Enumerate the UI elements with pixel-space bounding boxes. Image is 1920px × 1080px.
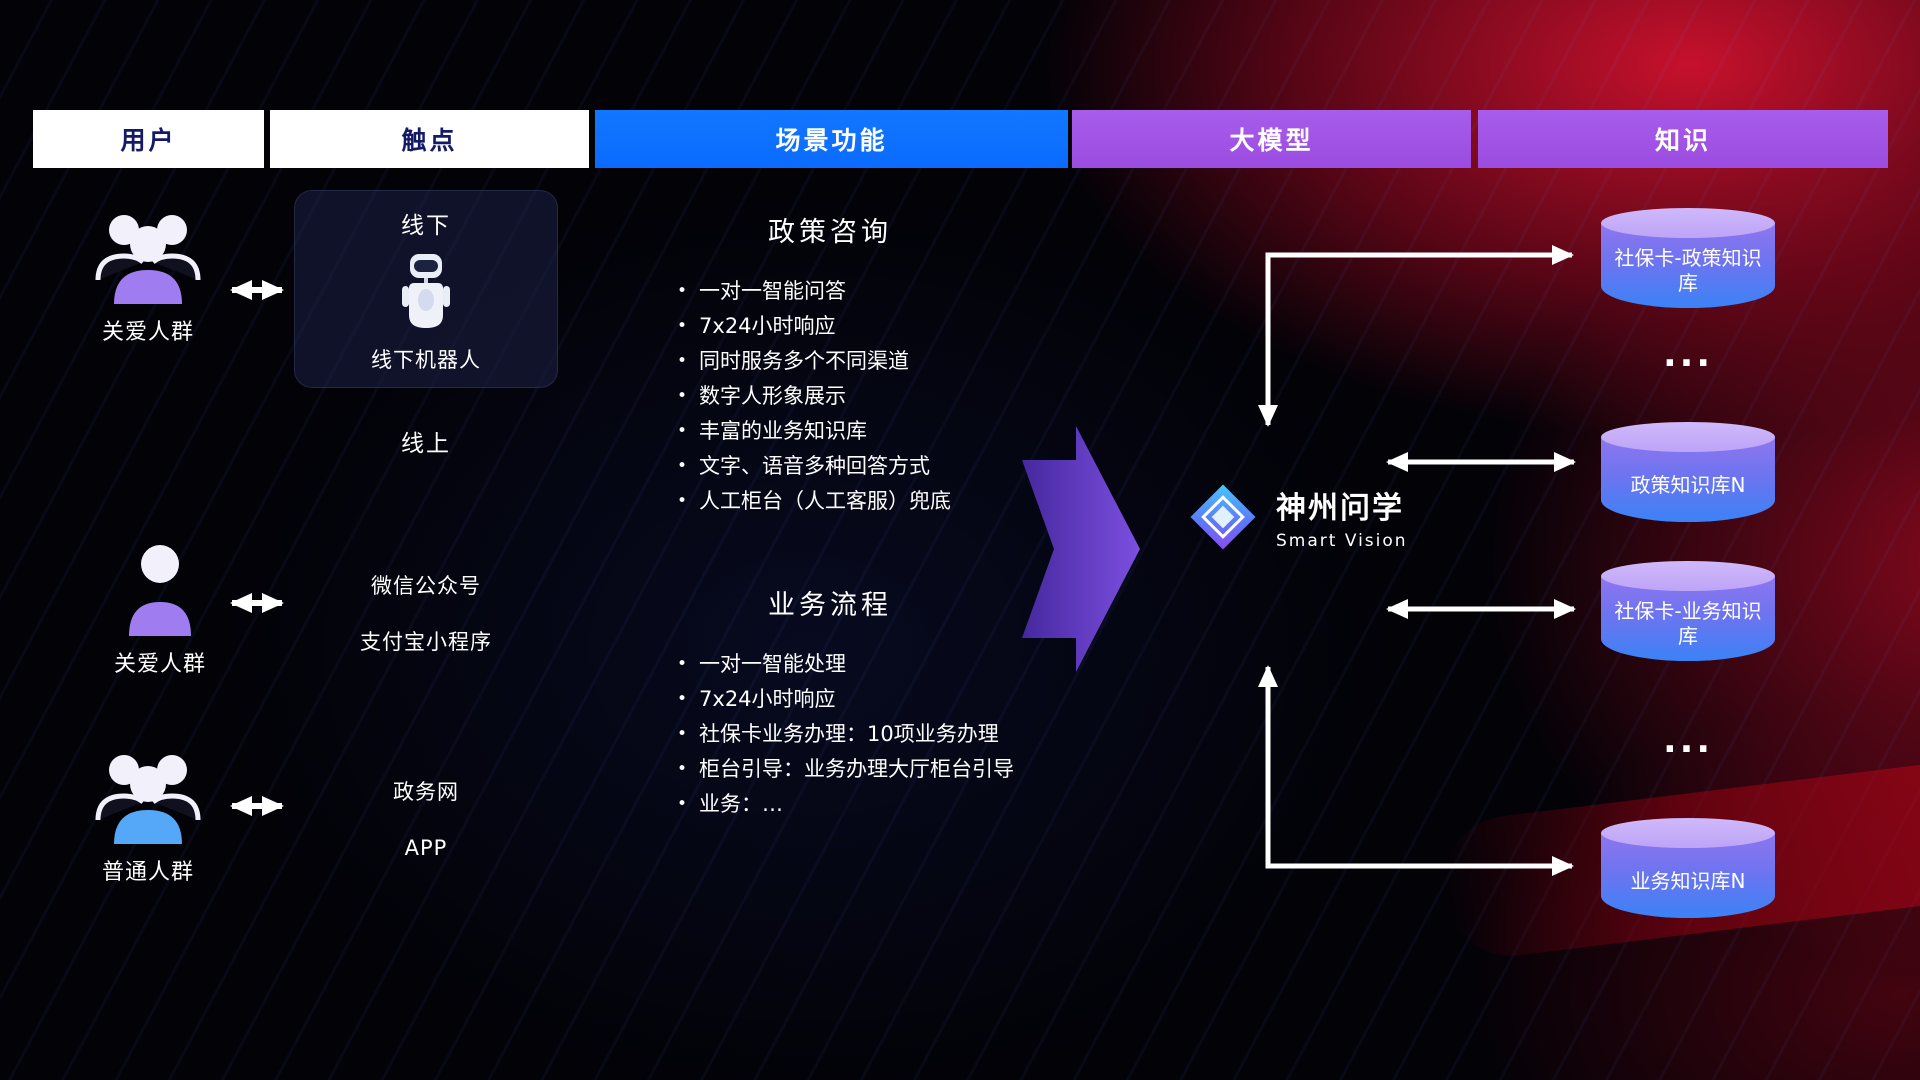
db-label: 社保卡-业务知识库 [1614, 599, 1762, 648]
db-top [1601, 818, 1775, 848]
offline-caption: 线下机器人 [371, 348, 481, 372]
scenario-policy-consulting: 政策咨询 一对一智能问答 7x24小时响应 同时服务多个不同渠道 数字人形象展示… [640, 210, 1020, 520]
channel-gov-web: 政务网 [393, 780, 459, 804]
db-label: 社保卡-政策知识库 [1614, 246, 1762, 295]
scenario-bullet: 同时服务多个不同渠道 [677, 345, 1020, 380]
smart-vision-logo [1190, 484, 1256, 550]
scenario-bullet: 人工柜台（人工客服）兜底 [677, 485, 1020, 520]
knowledge-ellipsis: ... [1662, 334, 1714, 375]
scenario-bullet: 文字、语音多种回答方式 [677, 450, 1020, 485]
knowledge-db-business-n: 业务知识库N [1601, 818, 1775, 918]
header-users: 用户 [33, 110, 264, 168]
header-touchpoints: 触点 [270, 110, 589, 168]
scenario-bullet: 一对一智能处理 [677, 648, 1020, 683]
header-scenario-functions: 场景功能 [595, 110, 1068, 168]
scenario-bullet: 7x24小时响应 [677, 310, 1020, 345]
db-label: 政策知识库N [1630, 472, 1746, 497]
channel-app: APP [404, 836, 448, 860]
scenario-bullet: 社保卡业务办理：10项业务办理 [677, 718, 1020, 753]
scenario-bullet: 柜台引导：业务办理大厅柜台引导 [677, 753, 1020, 788]
scenario-business-process: 业务流程 一对一智能处理 7x24小时响应 社保卡业务办理：10项业务办理 柜台… [640, 583, 1020, 823]
model-name: 神州问学 [1276, 491, 1404, 526]
people-group-icon [95, 755, 201, 844]
model-text: 神州问学 Smart Vision [1276, 483, 1408, 551]
channel-alipay: 支付宝小程序 [360, 630, 492, 654]
offline-touchpoint-card: 线下 线下机器人 [294, 190, 558, 388]
model-subtitle: Smart Vision [1276, 531, 1408, 551]
db-top [1601, 208, 1775, 238]
scenario-bullet: 7x24小时响应 [677, 683, 1020, 718]
header-large-model: 大模型 [1072, 110, 1471, 168]
person-icon [129, 545, 191, 636]
online-label: 线上 [401, 431, 451, 457]
knowledge-db-policy-sscard: 社保卡-政策知识库 [1601, 208, 1775, 308]
knowledge-db-business-sscard: 社保卡-业务知识库 [1601, 561, 1775, 661]
db-top [1601, 422, 1775, 452]
scenario-bullet-list: 一对一智能问答 7x24小时响应 同时服务多个不同渠道 数字人形象展示 丰富的业… [640, 275, 1020, 520]
people-group-icon [95, 215, 201, 304]
scenario-title: 业务流程 [768, 590, 892, 621]
scenario-bullet: 数字人形象展示 [677, 380, 1020, 415]
scenario-bullet: 业务：… [677, 788, 1020, 823]
user-label: 普通人群 [101, 860, 194, 885]
channel-wechat: 微信公众号 [371, 574, 481, 598]
header-knowledge: 知识 [1478, 110, 1888, 168]
flow-arrow [1022, 426, 1140, 672]
model-knowledge-arrow-bottom [1258, 665, 1574, 876]
db-top [1601, 561, 1775, 591]
scenario-title: 政策咨询 [768, 217, 892, 248]
user-group-care-1: 关爱人群 [82, 206, 214, 346]
offline-title: 线下 [401, 213, 451, 239]
model-knowledge-arrow-top [1258, 245, 1574, 427]
model-block: 神州问学 Smart Vision [1184, 478, 1408, 556]
user-group-general: 普通人群 [82, 746, 214, 886]
user-group-care-2: 关爱人群 [114, 542, 206, 678]
scenario-bullet: 丰富的业务知识库 [677, 415, 1020, 450]
knowledge-ellipsis: ... [1662, 720, 1714, 761]
scenario-bullet-list: 一对一智能处理 7x24小时响应 社保卡业务办理：10项业务办理 柜台引导：业务… [640, 648, 1020, 823]
scenario-bullet: 一对一智能问答 [677, 275, 1020, 310]
user-label: 关爱人群 [114, 652, 207, 677]
db-label: 业务知识库N [1630, 868, 1746, 893]
knowledge-db-policy-n: 政策知识库N [1601, 422, 1775, 522]
robot-icon [402, 254, 450, 328]
user-label: 关爱人群 [101, 320, 194, 345]
